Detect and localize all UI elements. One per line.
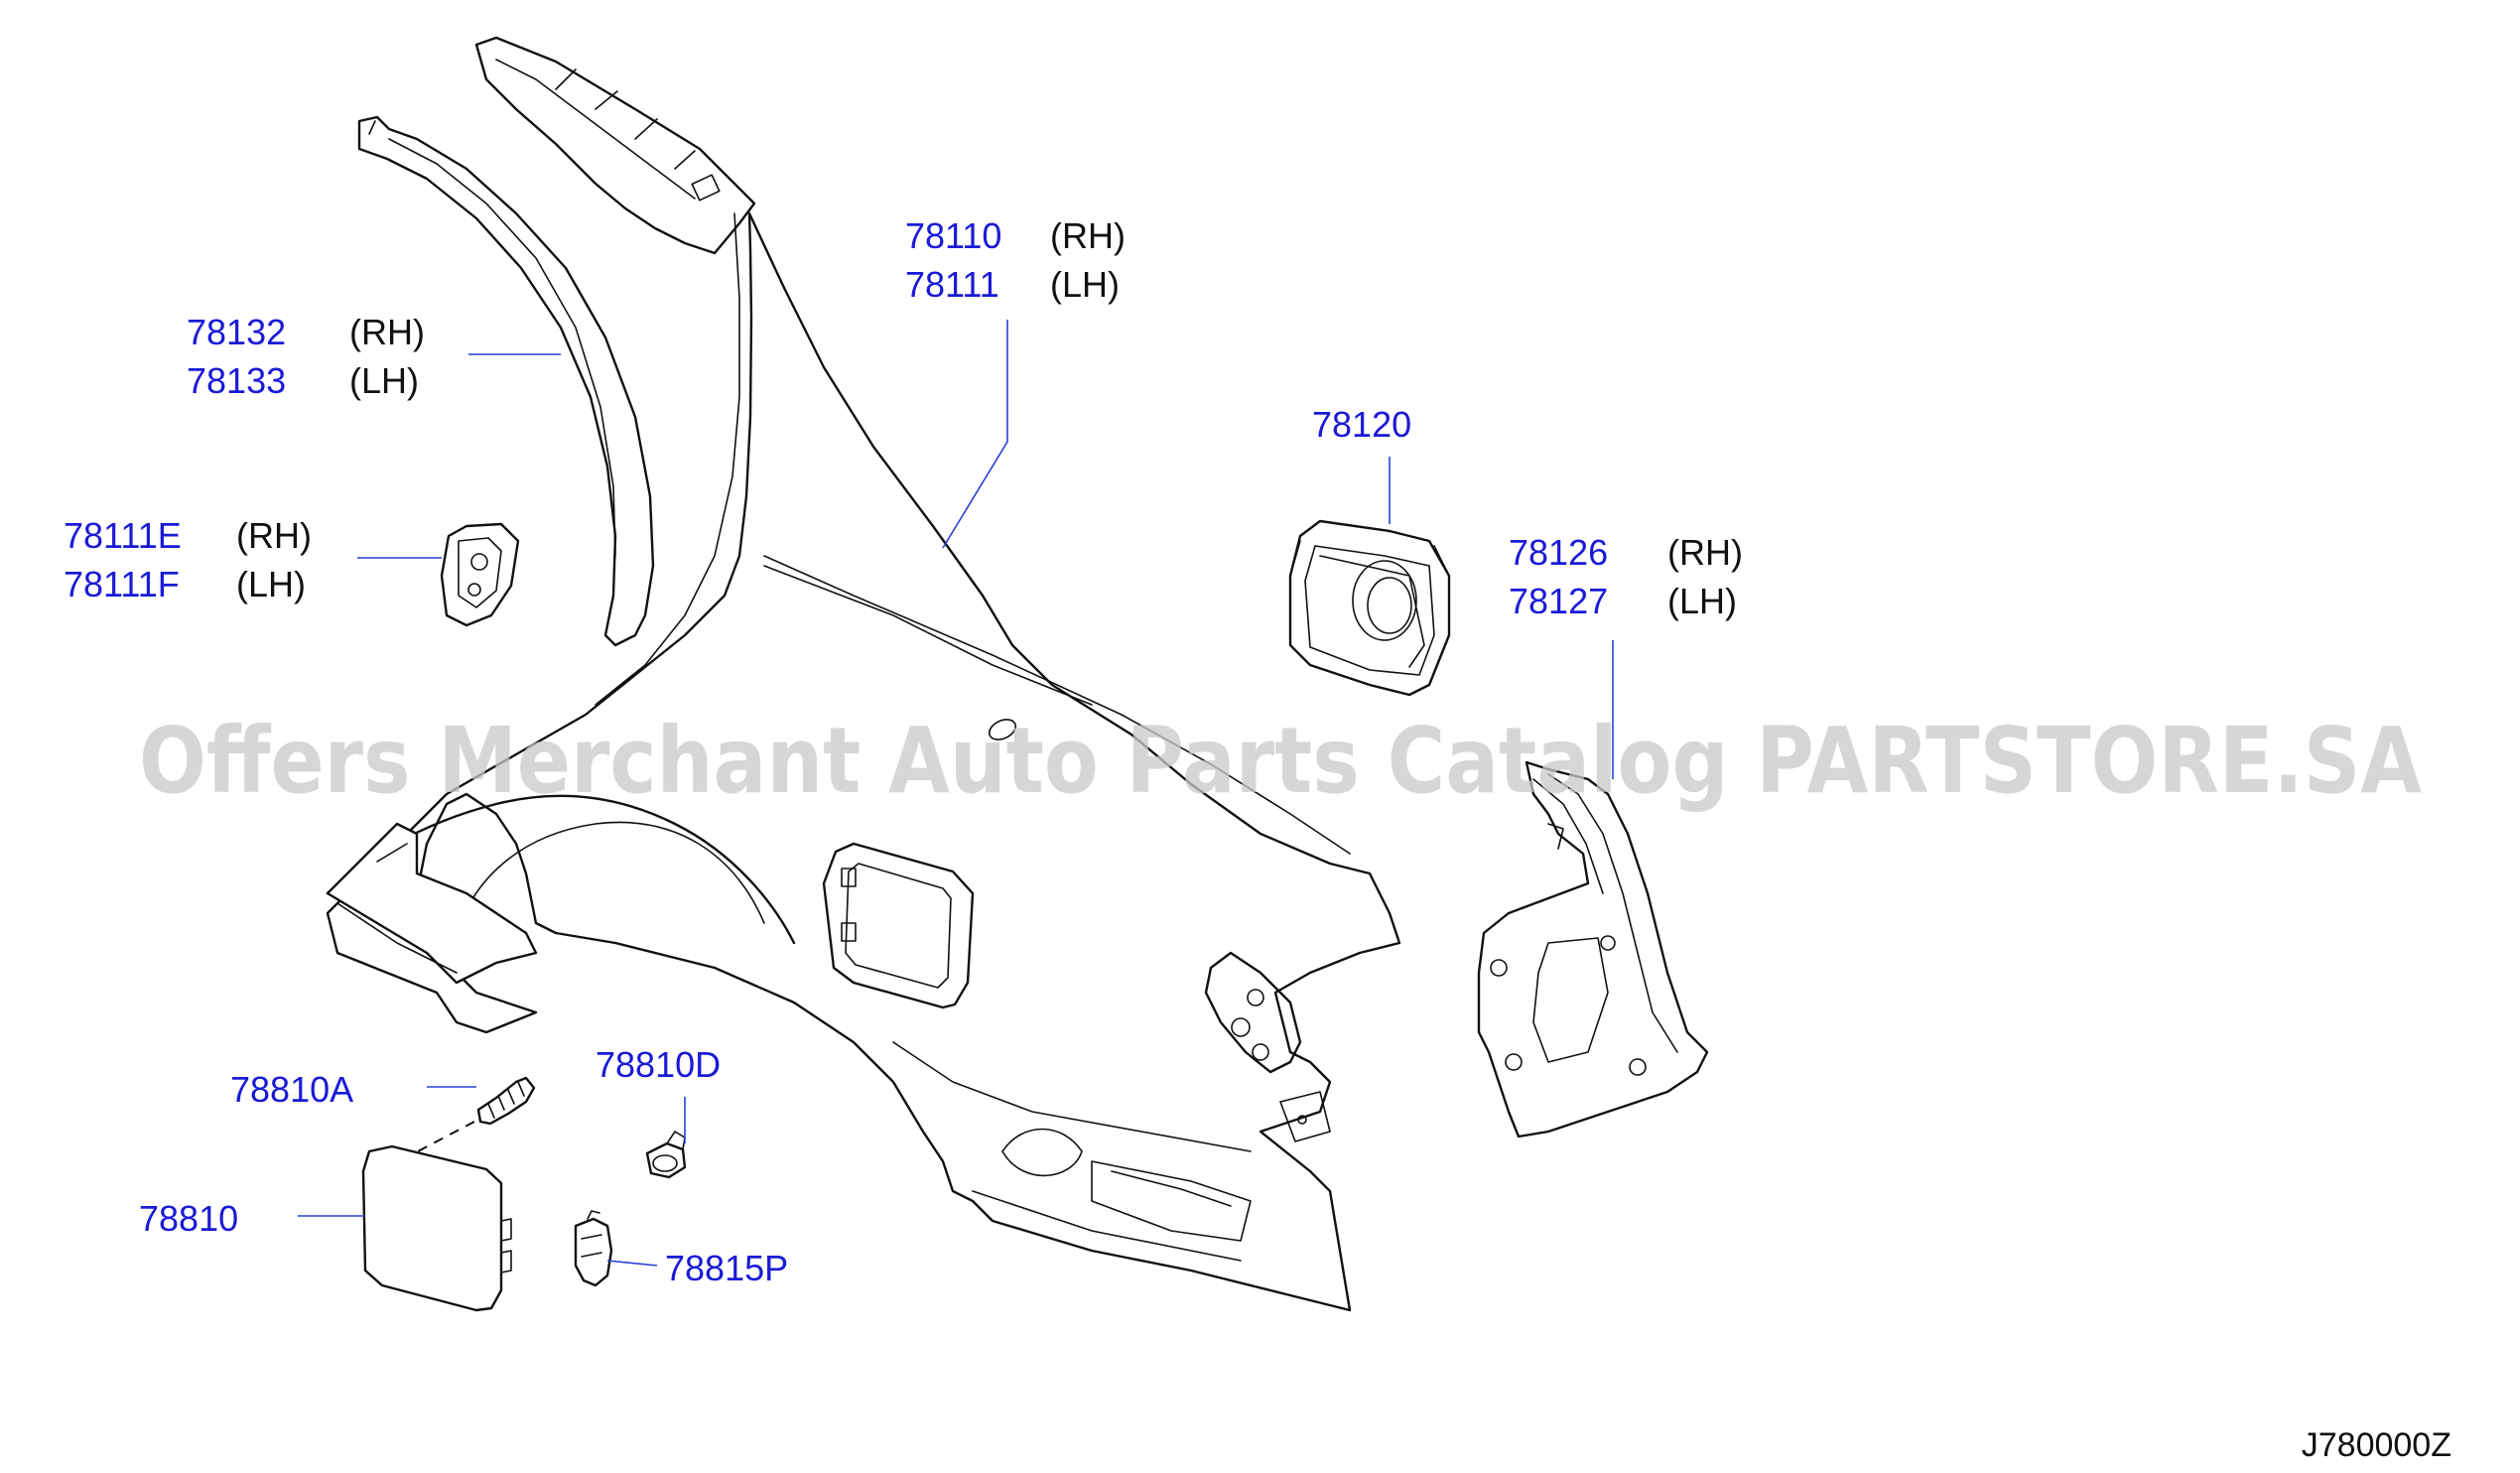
- wheelhouse-arch-drawing: [357, 115, 655, 647]
- side-label-lh: (LH): [236, 564, 306, 604]
- diagram-code: J780000Z: [2302, 1426, 2452, 1464]
- callout-lid-spring: 78815P: [665, 1248, 788, 1288]
- part-number-78111f: 78111F: [64, 564, 180, 604]
- callout-hinge-pin: 78810A: [230, 1069, 353, 1110]
- callout-lid-bumper: 78810D: [596, 1044, 721, 1085]
- callout-wheelhouse: 78132 (RH) 78133 (LH): [187, 312, 425, 401]
- part-number-78127: 78127: [1509, 581, 1608, 621]
- part-number-78133: 78133: [187, 360, 286, 401]
- side-label-lh: (LH): [349, 360, 419, 401]
- part-number-78815p: 78815P: [665, 1248, 788, 1288]
- hinge-pin-drawing: [398, 1076, 536, 1162]
- filler-lid-drawing: [361, 1144, 512, 1312]
- rear-extension-drawing: [1477, 760, 1709, 1138]
- callout-bracket: 78111E (RH) 78111F (LH): [64, 515, 312, 604]
- callout-rear-extension: 78126 (RH) 78127 (LH): [1509, 532, 1743, 621]
- part-number-78810a: 78810A: [230, 1069, 353, 1110]
- side-label-rh: (RH): [1667, 532, 1743, 573]
- watermark-text: Offers Merchant Auto Parts Catalog PARTS…: [139, 708, 2422, 814]
- part-number-78111: 78111: [905, 264, 999, 305]
- lid-bumper-drawing: [645, 1131, 687, 1179]
- filler-base-drawing: [1288, 519, 1451, 697]
- callout-filler-base: 78120: [1312, 404, 1411, 445]
- part-number-78120: 78120: [1312, 404, 1411, 445]
- callout-fender: 78110 (RH) 78111 (LH): [905, 215, 1126, 305]
- part-number-78132: 78132: [187, 312, 286, 352]
- part-number-78126: 78126: [1509, 532, 1608, 573]
- leader-lines: [298, 320, 1614, 1267]
- part-number-78111e: 78111E: [64, 515, 182, 556]
- part-number-78110: 78110: [905, 215, 1001, 256]
- bracket-drawing: [440, 522, 520, 627]
- part-number-78810d: 78810D: [596, 1044, 721, 1085]
- callout-filler-lid: 78810: [139, 1198, 238, 1239]
- rear-fender-drawing: [326, 36, 1401, 1312]
- lid-spring-drawing: [574, 1210, 613, 1287]
- part-number-78810: 78810: [139, 1198, 238, 1239]
- side-label-lh: (LH): [1667, 581, 1737, 621]
- side-label-rh: (RH): [1050, 215, 1126, 256]
- side-label-lh: (LH): [1050, 264, 1120, 305]
- side-label-rh: (RH): [349, 312, 425, 352]
- side-label-rh: (RH): [236, 515, 312, 556]
